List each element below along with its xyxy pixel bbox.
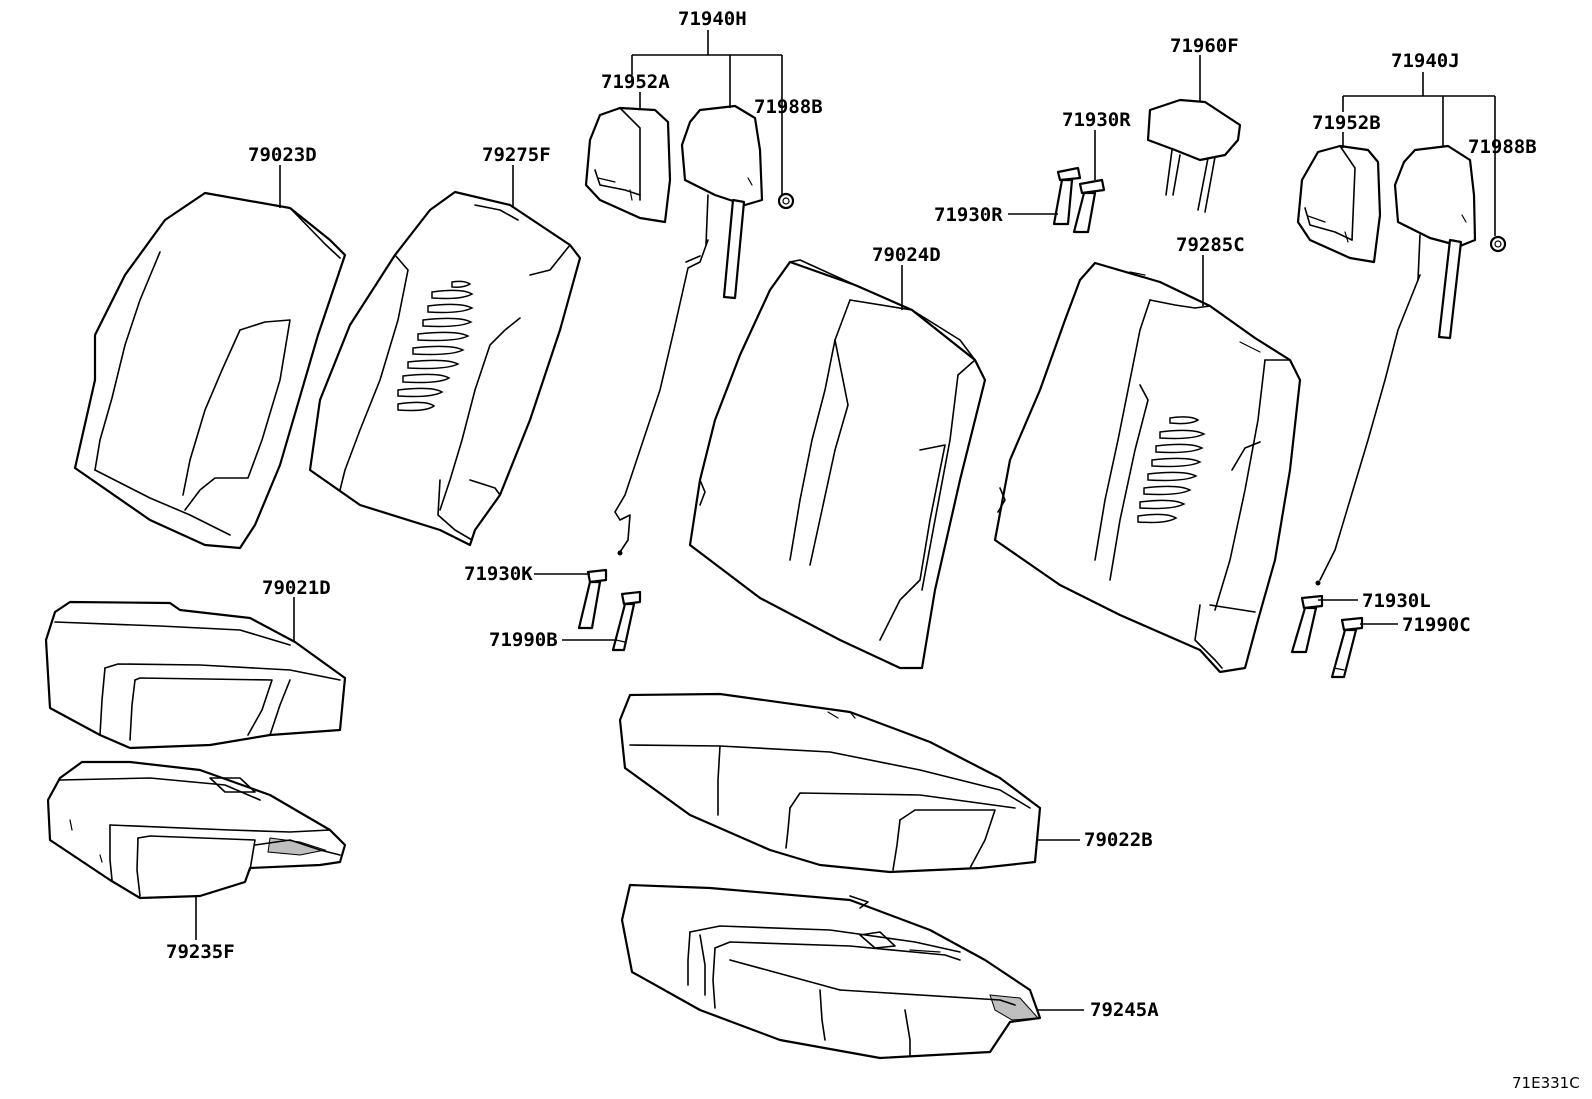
- label-71930r-top[interactable]: 71930R: [1062, 109, 1131, 131]
- label-71930k[interactable]: 71930K: [464, 563, 533, 585]
- headrest-guide-71930l[interactable]: [1290, 594, 1324, 654]
- label-79024d[interactable]: 79024D: [872, 244, 941, 266]
- headrest-71940h[interactable]: [680, 104, 764, 300]
- headrest-guide-71930r-a[interactable]: [1052, 166, 1082, 226]
- seat-cushion-cover-79021d[interactable]: [44, 600, 347, 750]
- label-71990c[interactable]: 71990C: [1402, 614, 1471, 636]
- seat-cushion-pad-79235f[interactable]: [46, 760, 347, 900]
- headrest-cover-71952b[interactable]: [1296, 144, 1382, 264]
- leader-lines: [195, 30, 1496, 1011]
- label-71930r-left[interactable]: 71930R: [934, 204, 1003, 226]
- label-79021d[interactable]: 79021D: [262, 577, 331, 599]
- seatback-board-79285c[interactable]: [993, 261, 1302, 674]
- label-71952b[interactable]: 71952B: [1312, 112, 1381, 134]
- seatback-cover-79023d[interactable]: [73, 191, 347, 550]
- seat-cushion-cover-79022b[interactable]: [618, 692, 1042, 874]
- label-79245a[interactable]: 79245A: [1090, 999, 1159, 1021]
- headrest-guide-71930k[interactable]: [577, 568, 608, 630]
- label-79235f[interactable]: 79235F: [166, 941, 235, 963]
- label-71940j[interactable]: 71940J: [1391, 50, 1460, 72]
- vent-slots-right: [1137, 416, 1206, 524]
- label-79275f[interactable]: 79275F: [482, 144, 551, 166]
- label-71988b-right[interactable]: 71988B: [1468, 136, 1537, 158]
- part-labels: 79023D 79275F 71940H 71952A 71988B 79024…: [166, 8, 1580, 1092]
- seat-cushion-pad-79245a[interactable]: [620, 883, 1042, 1060]
- headrest-71940j[interactable]: [1393, 144, 1477, 340]
- headrest-guide-71990c[interactable]: [1330, 616, 1364, 679]
- label-79022b[interactable]: 79022B: [1084, 829, 1153, 851]
- label-71952a[interactable]: 71952A: [601, 71, 670, 93]
- seatback-cover-79024d[interactable]: [688, 259, 987, 670]
- label-79023d[interactable]: 79023D: [248, 144, 317, 166]
- vent-slots-left: [397, 280, 474, 412]
- label-71930l[interactable]: 71930L: [1362, 590, 1431, 612]
- label-71990b[interactable]: 71990B: [489, 629, 558, 651]
- label-71960f[interactable]: 71960F: [1170, 35, 1239, 57]
- headrest-stay-cable-right: [1315, 274, 1421, 586]
- label-79285c[interactable]: 79285C: [1176, 234, 1245, 256]
- headrest-button-71988b-left[interactable]: [777, 192, 795, 210]
- label-71940h[interactable]: 71940H: [678, 8, 747, 30]
- headrest-cover-71952a[interactable]: [584, 106, 672, 224]
- headrest-button-71988b-right[interactable]: [1489, 235, 1507, 253]
- headrest-center-71960f[interactable]: [1146, 98, 1242, 213]
- headrest-guide-71930r-b[interactable]: [1072, 178, 1106, 234]
- seatback-board-79275f[interactable]: [308, 190, 582, 547]
- label-71988b-left[interactable]: 71988B: [754, 96, 823, 118]
- headrest-stay-cable-left: [614, 239, 709, 556]
- diagram-code: 71E331C: [1512, 1074, 1580, 1092]
- headrest-guide-71990b[interactable]: [611, 590, 642, 652]
